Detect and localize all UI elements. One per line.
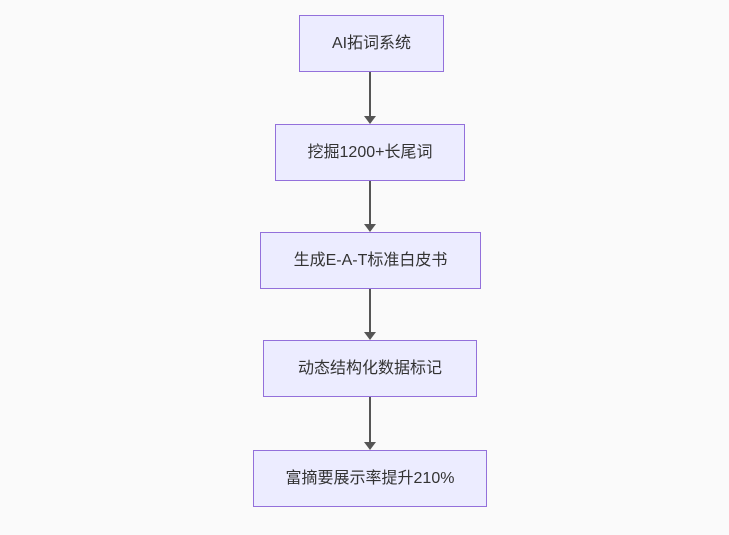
- flow-node-dynamic-structured-data-markup: 动态结构化数据标记: [263, 340, 477, 397]
- flow-node-label: 富摘要展示率提升210%: [285, 469, 455, 487]
- arrow-down-icon: [364, 116, 376, 124]
- flow-node-generate-eat-whitepaper: 生成E-A-T标准白皮书: [260, 232, 481, 289]
- flow-node-mine-longtail-keywords: 挖掘1200+长尾词: [275, 124, 465, 181]
- flow-node-ai-word-expansion-system: AI拓词系统: [299, 15, 444, 72]
- arrow-down-icon: [364, 442, 376, 450]
- flow-edge-line: [369, 181, 371, 224]
- flow-edge-line: [369, 289, 371, 332]
- flow-node-label: AI拓词系统: [331, 34, 412, 52]
- arrow-down-icon: [364, 224, 376, 232]
- flow-edge-line: [369, 397, 371, 442]
- flow-node-label: 挖掘1200+长尾词: [307, 143, 433, 161]
- flow-node-rich-snippet-rate-increase: 富摘要展示率提升210%: [253, 450, 487, 507]
- flow-node-label: 动态结构化数据标记: [297, 359, 442, 377]
- flow-node-label: 生成E-A-T标准白皮书: [293, 251, 448, 269]
- flow-edge-line: [369, 72, 371, 116]
- arrow-down-icon: [364, 332, 376, 340]
